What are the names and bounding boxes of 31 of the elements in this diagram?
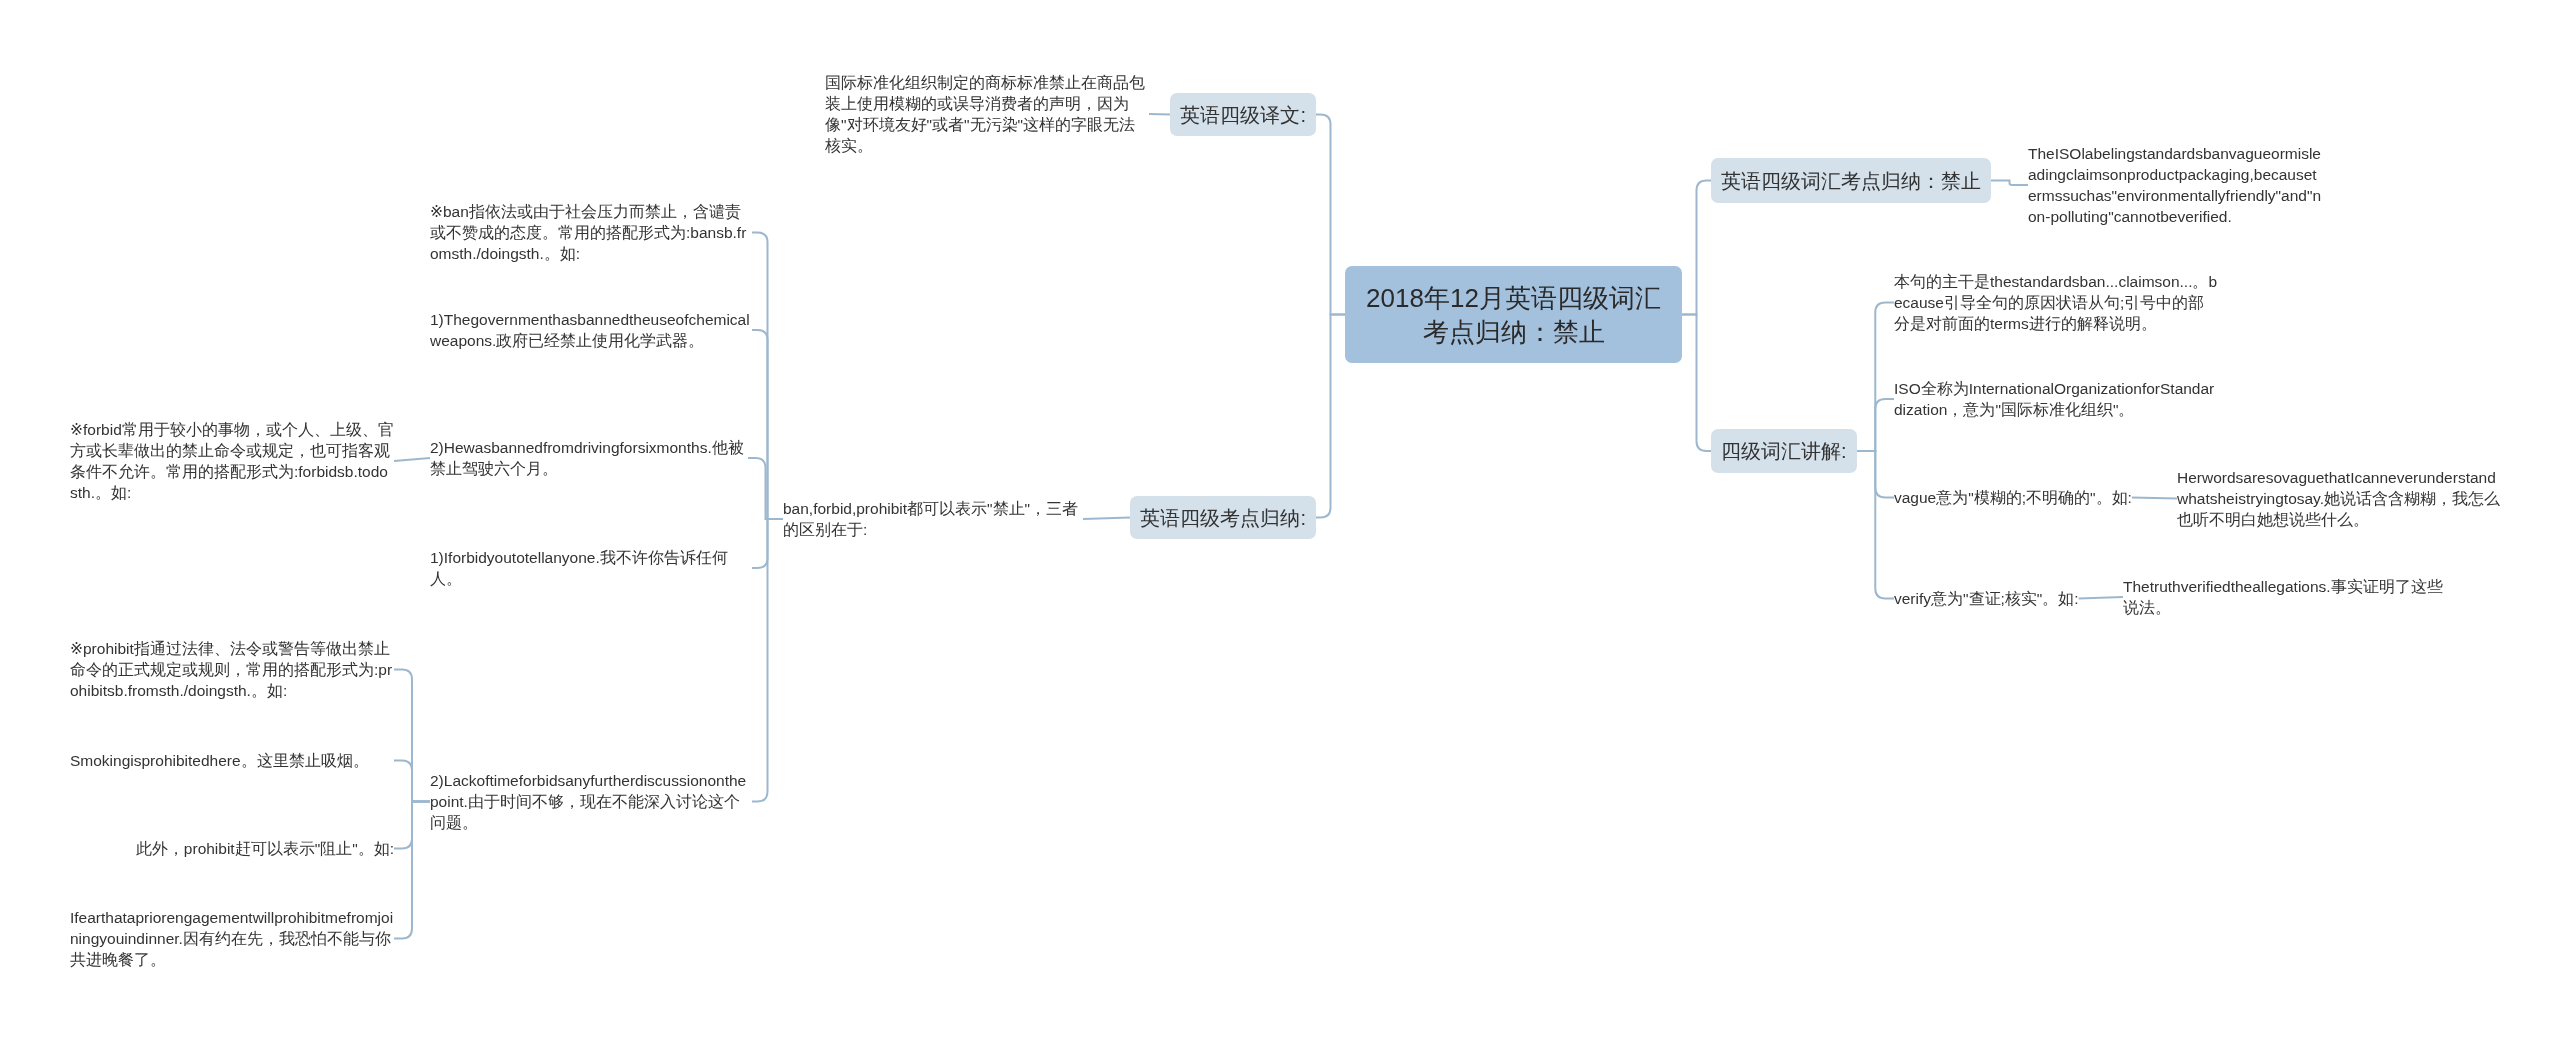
topic-box: 英语四级词汇考点归纳：禁止 <box>1711 158 1991 203</box>
note-text: ban,forbid,prohibit都可以表示"禁止"，三者的区别在于: <box>783 498 1083 540</box>
note-text: ※prohibit指通过法律、法令或警告等做出禁止命令的正式规定或规则，常用的搭配形式为:prohibitsb.fromsth./doingsth.。如: <box>70 638 394 701</box>
note-text: verify意为"查证;核实"。如: <box>1894 588 2079 609</box>
topic-box: 英语四级考点归纳: <box>1130 496 1316 539</box>
connector-line <box>1082 516 1132 520</box>
note-text: 国际标准化组织制定的商标标准禁止在商品包装上使用模糊的或误导消费者的声明，因为像"对环境友好"或者"无污染"这样的字眼无法核实。 <box>825 72 1149 156</box>
topic-box: 英语四级译文: <box>1170 93 1316 136</box>
connector-line <box>1148 113 1172 116</box>
central-topic-box: 2018年12月英语四级词汇考点归纳：禁止 <box>1345 266 1682 363</box>
note-text: Ifearthatapriorengagementwillprohibitmefromjoiningyouindinner.因有约在先，我恐怕不能与你共进晚餐了。 <box>70 907 394 970</box>
note-text: ISO全称为InternationalOrganizationforStandardization，意为"国际标准化组织"。 <box>1894 378 2218 420</box>
note-text: Thetruthverifiedtheallegations.事实证明了这些说法。 <box>2123 576 2447 618</box>
note-text: 此外，prohibit赶可以表示"阻止"。如: <box>135 838 394 859</box>
note-text: Smokingisprohibitedhere。这里禁止吸烟。 <box>70 750 394 771</box>
note-text: TheISOlabelingstandardsbanvagueormisleadingclaimsonproductpackaging,becausetermssuchas"environmentallyfriendly"and"non-polluting"cannotbeverified. <box>2028 143 2322 227</box>
connector-line <box>1990 179 2029 186</box>
note-text: ※forbid常用于较小的事物，或个人、上级、官方或长辈做出的禁止命令或规定，也可指客观条件不允许。常用的搭配形式为:forbidsb.todosth.。如: <box>70 419 394 503</box>
connector-line <box>393 457 431 462</box>
note-text: 本句的主干是thestandardsban...claimson...。because引导全句的原因状语从句;引号中的部分是对前面的terms进行的解释说明。 <box>1894 271 2218 334</box>
note-text: vague意为"模糊的;不明确的"。如: <box>1894 487 2132 508</box>
note-text: 1)Thegovernmenthasbannedtheuseofchemicalweapons.政府已经禁止使用化学武器。 <box>430 309 752 351</box>
note-text: HerwordsaresovaguethatIcanneverunderstandwhatsheistryingtosay.她说话含含糊糊，我怎么也听不明白她想说些什么。 <box>2177 467 2501 530</box>
note-text: ※ban指依法或由于社会压力而禁止，含谴责或不赞成的态度。常用的搭配形式为:bansb.fromsth./doingsth.。如: <box>430 201 752 264</box>
connector-line <box>2130 496 2178 500</box>
note-text: 2)Lackoftimeforbidsanyfurtherdiscussiononthepoint.由于时间不够，现在不能深入讨论这个问题。 <box>430 770 752 833</box>
note-text: 1)Iforbidyoutotellanyone.我不许你告诉任何人。 <box>430 547 752 589</box>
topic-box: 四级词汇讲解: <box>1711 429 1857 473</box>
note-text: 2)Hewasbannedfromdrivingforsixmonths.他被禁止驾驶六个月。 <box>430 437 748 479</box>
connector-line <box>1855 450 1895 600</box>
connector-line <box>2077 596 2124 600</box>
